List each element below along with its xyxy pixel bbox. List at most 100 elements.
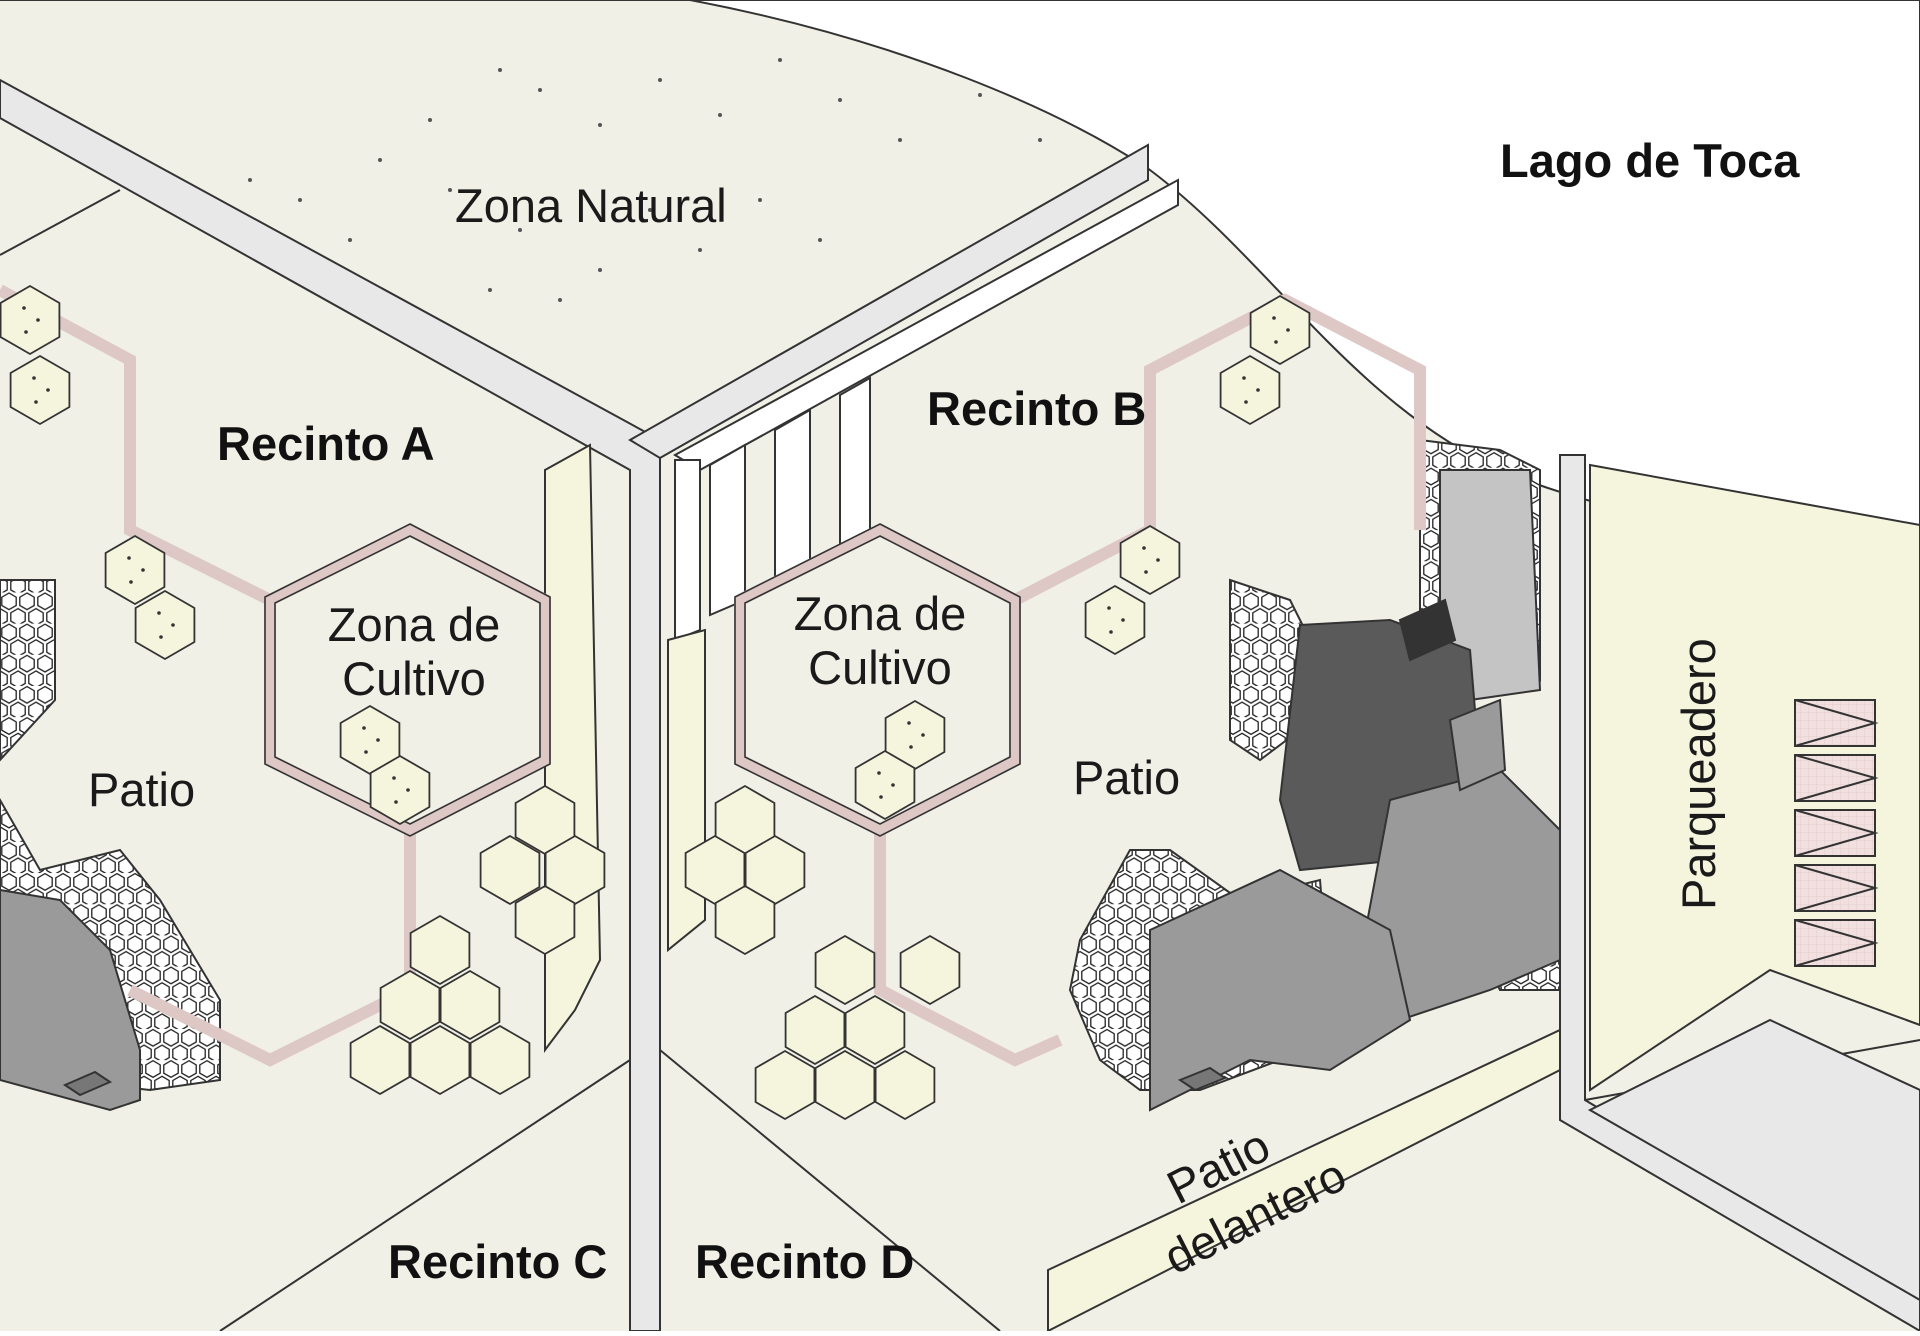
planter-dot [877, 771, 881, 775]
planter-dot [171, 623, 175, 627]
cultivo-b-label-line2: Cultivo [808, 641, 952, 694]
planter-dot [1274, 340, 1278, 344]
planter-hexagon [1119, 524, 1181, 596]
buildings [0, 469, 1561, 1112]
building-recinto-a [0, 888, 141, 1112]
building-main-wing [1149, 868, 1412, 1112]
parking-stall-mark [1794, 809, 1879, 857]
planter-dot [406, 788, 410, 792]
planter-dot [891, 783, 895, 787]
entry-marker-a [62, 1070, 113, 1097]
planter-hexagon [1219, 354, 1281, 426]
planter-hexagon [814, 1049, 876, 1121]
driveway-comb [672, 178, 1179, 642]
planter-dot [1144, 570, 1148, 574]
patio-b-label: Patio [1073, 751, 1180, 804]
planter-dot [1272, 316, 1276, 320]
planter-hexagon [874, 1049, 936, 1121]
hexagon-planters [0, 284, 1311, 1121]
natural-zone-dots [248, 58, 1042, 302]
parking-stall [1794, 754, 1876, 802]
planter-hexagon [439, 969, 501, 1041]
planter-dot [1121, 618, 1125, 622]
recinto-c-label: Recinto C [388, 1235, 607, 1288]
building-small-block [1448, 698, 1507, 792]
planter-dot [22, 306, 26, 310]
parking-stall-mark [1794, 699, 1879, 747]
parking-lane [1587, 1018, 1920, 1302]
planter-dot [1256, 388, 1260, 392]
planter-dot [362, 726, 366, 730]
planter-hexagon [854, 749, 916, 821]
planter-dot [909, 745, 913, 749]
planter-hexagon [899, 934, 961, 1006]
planter-dot [1109, 630, 1113, 634]
planter-dot [127, 556, 131, 560]
planter-hexagon [379, 969, 441, 1041]
planter-dot [907, 721, 911, 725]
planter-dot [46, 388, 50, 392]
planter-hexagon [844, 994, 906, 1066]
planter-hexagon [714, 884, 776, 956]
hexagon-boundary-edges [264, 523, 1021, 837]
parking-stalls [1794, 699, 1879, 967]
planter-dot [394, 800, 398, 804]
lake-label: Lago de Toca [1500, 134, 1800, 187]
planter-dot [1156, 558, 1160, 562]
planter-dot [159, 635, 163, 639]
parking-stall [1794, 809, 1876, 857]
planter-hexagon [134, 589, 196, 661]
recinto-a-label: Recinto A [217, 417, 435, 470]
natural-zone-label: Zona Natural [455, 179, 727, 232]
planter-dot [157, 611, 161, 615]
cultivo-a-label-line2: Cultivo [342, 652, 486, 705]
roof-skylight [1398, 598, 1457, 662]
road-diagonal-north [628, 143, 1149, 460]
planter-hexagon [754, 1049, 816, 1121]
cultivo-b-label-line1: Zona de [794, 587, 966, 640]
planter-dot [1286, 328, 1290, 332]
parking-stall-mark [1794, 864, 1879, 912]
planter-hexagon [409, 1024, 471, 1096]
planter-dot [34, 400, 38, 404]
planter-hexagon [0, 284, 61, 356]
parking-label: Parqueadero [1672, 638, 1725, 910]
planter-dot [24, 330, 28, 334]
recinto-d-label: Recinto D [695, 1235, 914, 1288]
planter-hexagon [479, 834, 541, 906]
parking-stall-mark [1794, 754, 1879, 802]
planter-hexagon [9, 354, 71, 426]
parking-stall-mark [1794, 919, 1879, 967]
planter-hexagon [1084, 584, 1146, 656]
planter-dot [32, 376, 36, 380]
planter-dot [129, 580, 133, 584]
planter-dot [1142, 546, 1146, 550]
recinto-b-label: Recinto B [927, 382, 1146, 435]
planter-dot [141, 568, 145, 572]
planter-hexagon [349, 1024, 411, 1096]
planter-hexagon [409, 914, 471, 986]
planter-dot [1242, 376, 1246, 380]
planter-dot [36, 318, 40, 322]
planter-hexagon [514, 884, 576, 956]
planter-hexagon [1249, 294, 1311, 366]
parking-stall [1794, 919, 1876, 967]
planter-dot [1244, 400, 1248, 404]
planter-dot [921, 733, 925, 737]
cultivo-a-label-line1: Zona de [328, 598, 500, 651]
entry-marker-b [1177, 1066, 1228, 1092]
planter-hexagon [469, 1024, 531, 1096]
planter-hexagon [369, 754, 431, 826]
planter-hexagon [814, 934, 876, 1006]
planter-dot [364, 750, 368, 754]
parking-stall [1794, 864, 1876, 912]
planter-dot [879, 795, 883, 799]
patio-a-label: Patio [88, 763, 195, 816]
planter-hexagon [104, 534, 166, 606]
parking-stall [1794, 699, 1876, 747]
planter-dot [392, 776, 396, 780]
planter-hexagon [784, 994, 846, 1066]
planter-dot [1107, 606, 1111, 610]
